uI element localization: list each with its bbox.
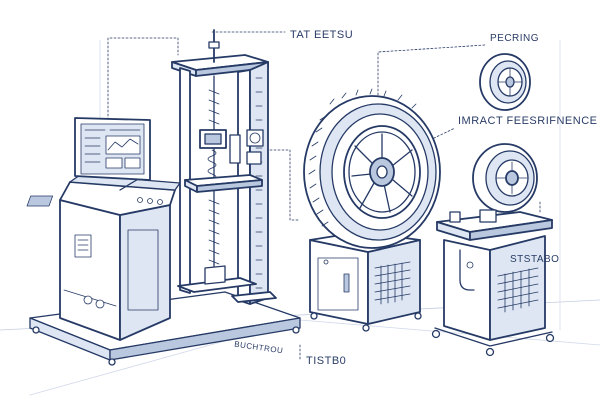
small-wheel (479, 53, 531, 111)
leader-lines (107, 31, 541, 361)
label-ststabo: STSTABO (510, 254, 560, 265)
label-tat-eetsu: TAT EETSU (290, 29, 354, 41)
label-tistb0: TISTB0 (306, 355, 347, 367)
label-imract-feesrifnence: IMRACT FEESRIFNENCE (458, 115, 598, 127)
tire-test-station (303, 88, 441, 332)
test-frame (171, 29, 277, 305)
impact-test-stand (431, 143, 555, 357)
control-console (26, 117, 301, 366)
label-pecring: PECRING (490, 33, 540, 44)
